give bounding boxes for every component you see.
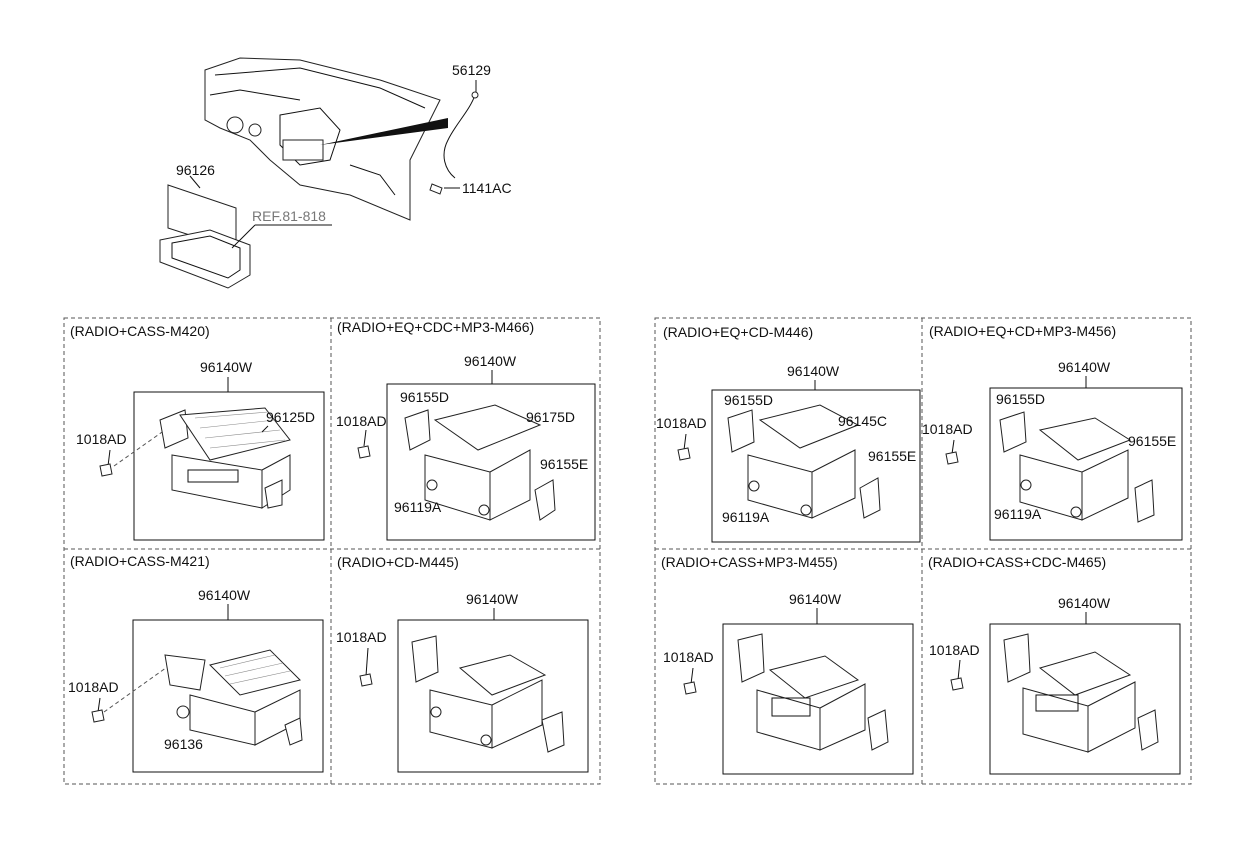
part-label: 96155E [868,448,916,464]
part-label: 96136 [164,736,203,752]
bolt-icon [945,451,959,465]
label-screw: 1141AC [462,180,512,196]
left-group-border [63,317,601,785]
panel-title: (RADIO+CASS-M421) [70,553,210,569]
bracket-icon [159,409,189,449]
bracket-icon [411,635,439,683]
assembly-label: 96140W [1058,359,1111,375]
bolt-icon [99,463,113,477]
bracket-icon [727,409,755,453]
radio-faceplate [756,689,821,751]
part-label: 96175D [526,409,575,425]
bolt-icon [683,681,697,695]
bolt-label: 1018AD [656,415,707,431]
panel-title: (RADIO+CASS-M420) [70,323,210,339]
assembly-label: 96140W [464,353,517,369]
panel-m465: (RADIO+CASS+CDC-M465) 96140W 1018AD [928,554,1181,775]
panel-title: (RADIO+EQ+CDC+MP3-M466) [337,319,534,335]
assembly-label: 96140W [1058,595,1111,611]
panel-m420: (RADIO+CASS-M420) 96140W 1018AD 96125D [70,323,325,541]
bolt-icon [357,445,371,459]
part-label: 96119A [394,499,442,515]
assembly-label: 96140W [200,359,253,375]
assembly-label: 96140W [198,587,251,603]
bracket-icon [737,633,765,683]
bolt-label: 1018AD [336,413,387,429]
part-label: 96119A [722,509,770,525]
pocket-tray [159,229,251,289]
bolt-label: 1018AD [929,642,980,658]
bracket-icon [404,409,431,451]
assembly-label: 96140W [787,363,840,379]
bolt-label: 1018AD [76,431,127,447]
bolt-label: 1018AD [922,421,973,437]
bolt-icon [359,673,373,687]
label-ref: REF.81-818 [252,208,326,224]
chassis-top [1038,417,1132,461]
panel-title: (RADIO+CASS+MP3-M455) [661,554,838,570]
assembly-label: 96140W [789,591,842,607]
bracket-icon [999,411,1027,453]
bolt-label: 1018AD [68,679,119,695]
panel-m456: (RADIO+EQ+CD+MP3-M456) 96140W 1018AD 961… [922,323,1183,541]
assembly-label: 96140W [466,591,519,607]
chassis-top [209,649,301,696]
knob-icon [176,705,190,719]
panel-m446: (RADIO+EQ+CD-M446) 96140W 1018AD 96155D … [656,324,921,543]
panel-title: (RADIO+CASS+CDC-M465) [928,554,1106,570]
part-label: 96155D [996,391,1045,407]
chassis-top [758,404,860,449]
panel-m421: (RADIO+CASS-M421) 96140W 1018AD 96136 [68,553,324,773]
bolt-icon [677,447,691,461]
bracket-icon [1003,633,1031,683]
dashboard-illustration [204,57,441,221]
screw-icon [429,183,443,195]
bolt-label: 1018AD [663,649,714,665]
part-label: 96155D [400,389,449,405]
panel-m445: (RADIO+CD-M445) 96140W 1018AD [336,554,589,773]
part-label: 96145C [838,413,887,429]
chassis-top [433,404,542,451]
chassis-top [458,654,547,696]
bracket-icon [164,654,206,691]
label-antenna: 56129 [452,62,491,78]
antenna-cable [443,94,476,179]
label-cover: 96126 [176,162,215,178]
part-label: 96155E [1128,433,1176,449]
panel-m466: (RADIO+EQ+CDC+MP3-M466) 96140W 1018AD 96… [336,319,596,541]
chassis-top [179,407,291,461]
panel-title: (RADIO+EQ+CD+MP3-M456) [929,323,1116,339]
dashboard-overview: 56129 1141AC 96126 REF.81-818 [159,57,512,289]
part-label: 96155E [540,456,588,472]
part-label: 96119A [994,506,1042,522]
part-label: 96125D [266,409,315,425]
part-label: 96155D [724,392,773,408]
panel-title: (RADIO+EQ+CD-M446) [663,324,813,340]
bolt-icon [950,677,964,691]
chassis-top [768,655,860,699]
chassis-top [1038,651,1132,696]
panel-title: (RADIO+CD-M445) [337,554,459,570]
right-group-border [654,317,1192,785]
panel-m455: (RADIO+CASS+MP3-M455) 96140W 1018AD [661,554,914,775]
bolt-label: 1018AD [336,629,387,645]
bolt-icon [91,709,105,723]
